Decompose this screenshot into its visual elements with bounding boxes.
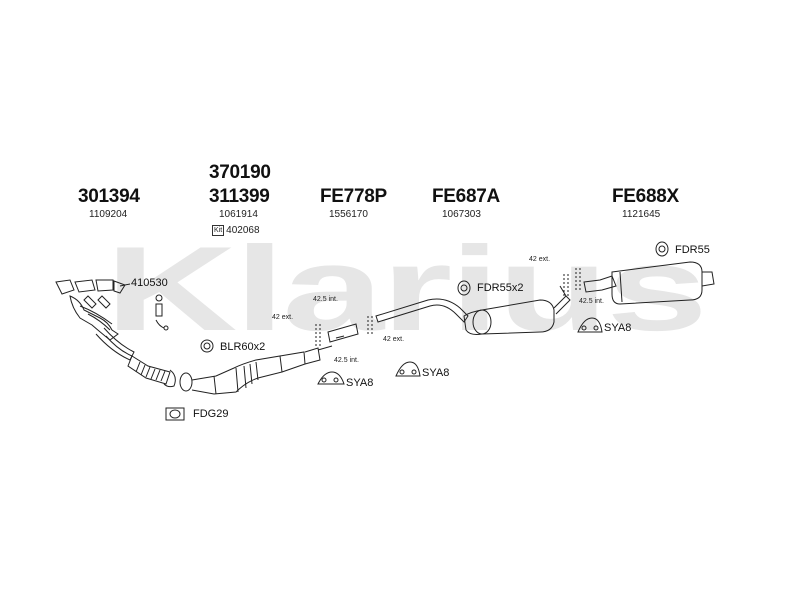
label-blr60x2: BLR60x2 — [220, 341, 266, 353]
dim-42-5-int-1: 42.5 int. — [313, 296, 338, 303]
label-sya8-1: SYA8 — [346, 377, 374, 389]
part-number-311399: 311399 — [209, 186, 270, 207]
part-number-301394: 301394 — [78, 186, 140, 207]
dim-42-5-int-3: 42.5 int. — [579, 298, 604, 305]
oe-number-1556170: 1556170 — [329, 209, 368, 220]
hanger-sya8-icon-2 — [395, 361, 421, 377]
oe-number-1061914: 1061914 — [219, 209, 258, 220]
rubber-mount-icon-1 — [457, 280, 471, 296]
dim-42-ext-1: 42 ext. — [272, 314, 294, 321]
part-number-FE688X: FE688X — [612, 186, 679, 207]
exhaust-manifold — [55, 279, 135, 361]
gasket-410530 — [119, 283, 169, 331]
part-number-370190: 370190 — [209, 162, 271, 183]
gasket-fdg29-icon — [165, 407, 185, 421]
label-fdr55x2: FDR55x2 — [477, 282, 524, 294]
part-number-FE778P: FE778P — [320, 186, 387, 207]
kit-number-value: 402068 — [226, 225, 260, 237]
label-410530: 410530 — [131, 277, 168, 289]
rubber-mount-icon-2 — [655, 241, 669, 257]
cut-marks — [315, 268, 581, 346]
label-sya8-3: SYA8 — [604, 322, 632, 334]
dim-42-ext-3: 42 ext. — [529, 256, 551, 263]
front-pipe — [317, 323, 359, 351]
dim-42-ext-2: 42 ext. — [383, 336, 405, 343]
label-fdr55: FDR55 — [675, 244, 710, 256]
oe-number-1067303: 1067303 — [442, 209, 481, 220]
label-fdg29: FDG29 — [193, 408, 229, 420]
hanger-sya8-icon-1 — [317, 371, 345, 385]
bolt-icon — [200, 339, 214, 353]
rear-silencer — [583, 261, 715, 305]
oe-number-1109204: 1109204 — [89, 209, 128, 220]
kit-icon: Kit — [212, 225, 225, 236]
dim-42-5-int-2: 42.5 int. — [334, 357, 359, 364]
flex-pipe — [127, 355, 176, 388]
middle-silencer — [375, 285, 571, 335]
catalytic-converter — [179, 347, 321, 395]
oe-number-1121645: 1121645 — [622, 209, 661, 220]
hanger-sya8-icon-3 — [577, 317, 603, 333]
part-number-FE687A: FE687A — [432, 186, 500, 207]
label-sya8-2: SYA8 — [422, 367, 450, 379]
